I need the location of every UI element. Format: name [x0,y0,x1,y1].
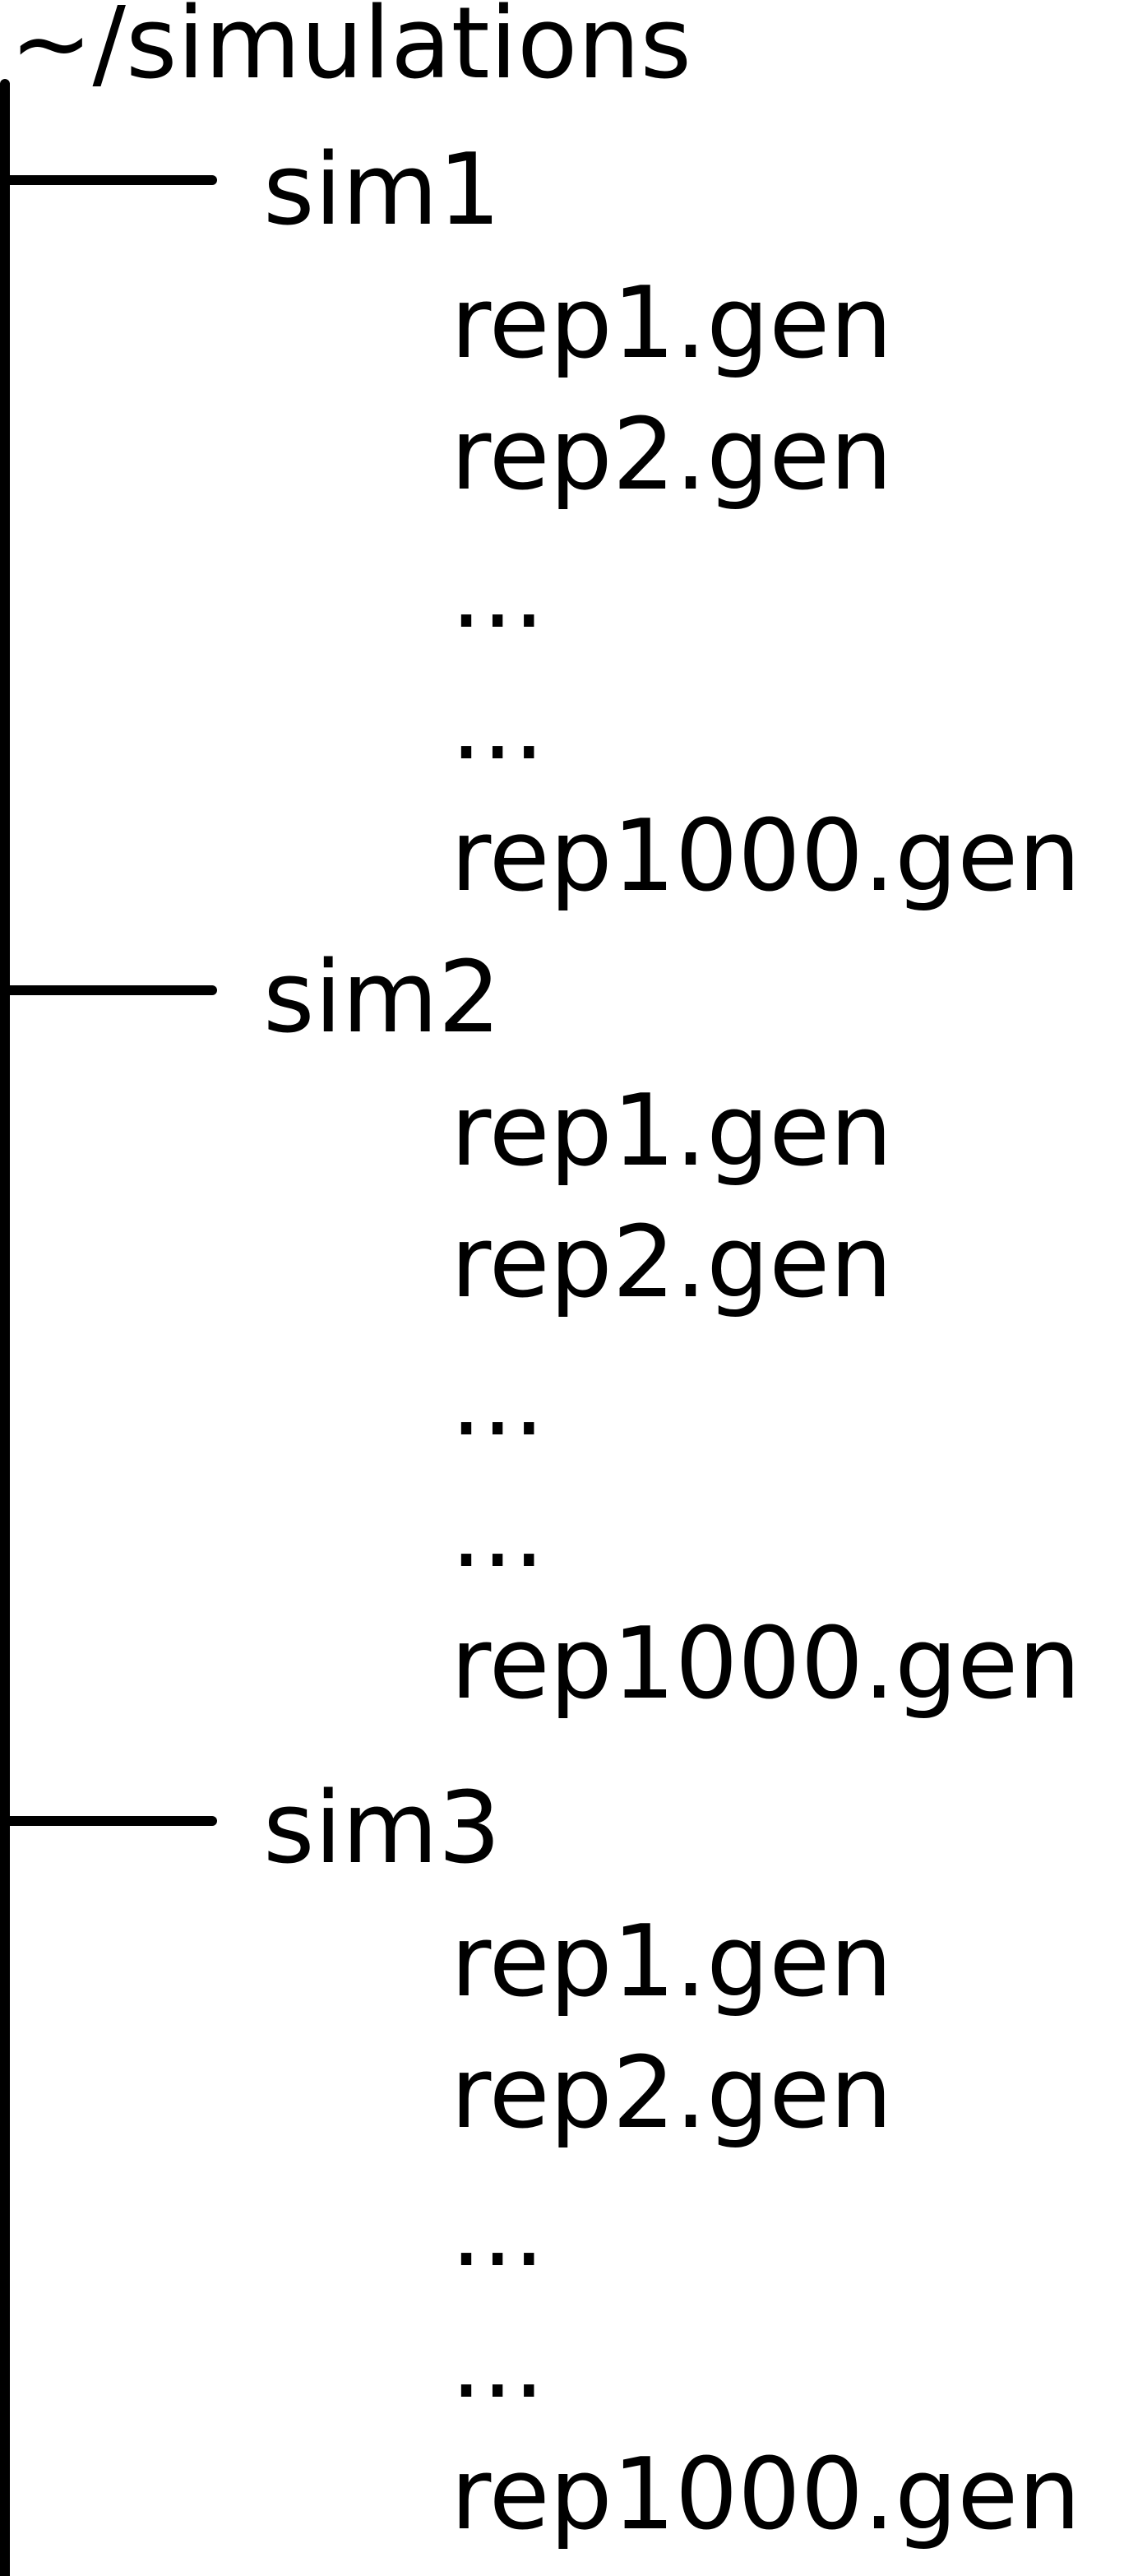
folder-branch-line [0,1816,217,1826]
file-label: ... [451,2175,545,2289]
root-directory-label: ~/simulations [10,0,692,101]
file-label: ... [451,1344,545,1458]
file-label: ... [451,2306,545,2421]
file-label: rep2.gen [451,2036,893,2151]
folder-label: sim3 [263,1772,502,1886]
file-label: rep1.gen [451,1074,893,1188]
file-label: rep1000.gen [451,799,1081,914]
file-label: rep1000.gen [451,2438,1081,2552]
file-label: rep1000.gen [451,1607,1081,1721]
folder-branch-line [0,985,217,995]
file-label: rep2.gen [451,398,893,512]
folder-branch-line [0,175,217,185]
folder-label: sim2 [263,941,502,1055]
file-label: ... [451,536,545,651]
file-label: rep1.gen [451,266,893,381]
file-label: ... [451,1476,545,1590]
file-label: ... [451,668,545,782]
file-label: rep2.gen [451,1206,893,1320]
tree-trunk-line [0,79,10,2576]
file-label: rep1.gen [451,1905,893,2019]
folder-label: sim1 [263,133,502,248]
